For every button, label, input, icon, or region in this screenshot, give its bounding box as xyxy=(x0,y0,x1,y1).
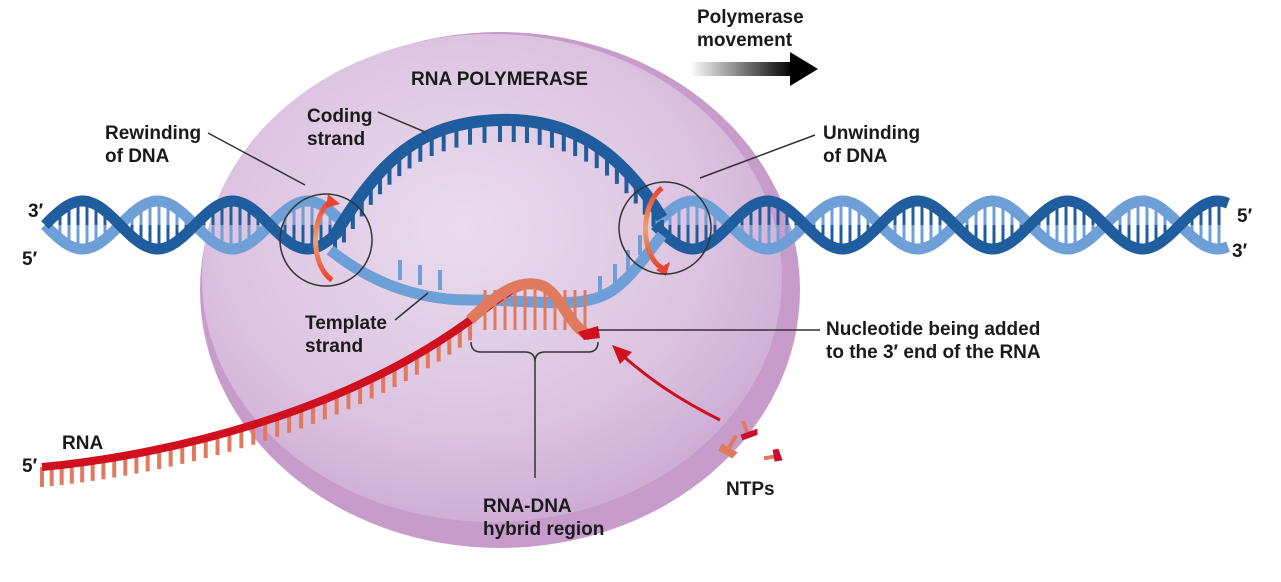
label-line: movement xyxy=(697,30,793,51)
left-3prime-end: 3′ xyxy=(28,201,44,222)
dna-backbone-light xyxy=(651,195,1230,255)
unwinding-rotation-icon xyxy=(643,186,670,276)
ntp-icon xyxy=(740,420,758,441)
label-line: strand xyxy=(307,129,366,150)
label-line: Nucleotide being added xyxy=(826,319,1041,340)
ntp-molecules xyxy=(718,420,783,462)
leader-lines xyxy=(207,111,820,478)
label-line: of DNA xyxy=(823,146,888,167)
label-line: hybrid region xyxy=(483,519,605,540)
dna-double-helix-left xyxy=(41,195,343,255)
label-line: Rewinding xyxy=(105,123,202,144)
label-line: RNA-DNA xyxy=(483,496,572,517)
ntp-icon xyxy=(763,448,783,462)
template-strand xyxy=(326,231,667,309)
movement-arrow xyxy=(690,52,818,86)
rna-polymerase-title: RNA POLYMERASE xyxy=(411,69,589,90)
label-line: Unwinding xyxy=(823,123,921,144)
coding-backbone xyxy=(329,113,668,239)
label-line: Template xyxy=(305,313,388,334)
rna-5prime-end: 5′ xyxy=(22,456,38,477)
rna-label: RNA xyxy=(62,433,104,454)
rewinding-label: Rewinding of DNA xyxy=(105,122,201,168)
label-line: of DNA xyxy=(105,146,170,167)
leader-coding-strand xyxy=(377,111,426,133)
new-nucleotide xyxy=(578,326,600,340)
label-line: to the 3′ end of the RNA xyxy=(826,342,1041,363)
polymerase-movement-label: Polymerase movement xyxy=(697,6,804,52)
right-3prime-end: 3′ xyxy=(1232,241,1248,262)
rewinding-zone-circle xyxy=(279,193,373,287)
leader-unwinding xyxy=(699,134,816,179)
template-strand-label: Template strand xyxy=(305,312,387,358)
rna-dna-hybrid xyxy=(466,278,600,341)
unwinding-zone-circle xyxy=(618,181,712,275)
coding-strand-label: Coding strand xyxy=(307,105,372,151)
label-line: Polymerase xyxy=(697,7,804,28)
leader-rewinding xyxy=(207,132,306,186)
dna-backbone-dark xyxy=(651,195,1230,255)
ntps-label: NTPs xyxy=(726,479,775,500)
label-line: strand xyxy=(305,336,364,357)
ntp-icon xyxy=(718,434,738,459)
left-5prime-end: 5′ xyxy=(22,249,38,270)
leader-template-strand xyxy=(394,292,429,321)
dna-backbone-dark xyxy=(41,195,343,255)
coding-strand xyxy=(329,113,668,257)
hybrid-region-label: RNA-DNA hybrid region xyxy=(483,495,604,541)
right-5prime-end: 5′ xyxy=(1237,206,1253,227)
template-backbone xyxy=(326,231,667,309)
rna-hybrid-backbone xyxy=(466,278,593,341)
ntp-incoming-arrow xyxy=(612,345,721,422)
unwinding-label: Unwinding of DNA xyxy=(823,122,920,168)
nucleotide-added-label: Nucleotide being added to the 3′ end of … xyxy=(826,318,1041,364)
dna-double-helix-right xyxy=(651,195,1230,255)
rewinding-rotation-icon xyxy=(313,194,340,283)
label-line: Coding xyxy=(307,106,373,127)
